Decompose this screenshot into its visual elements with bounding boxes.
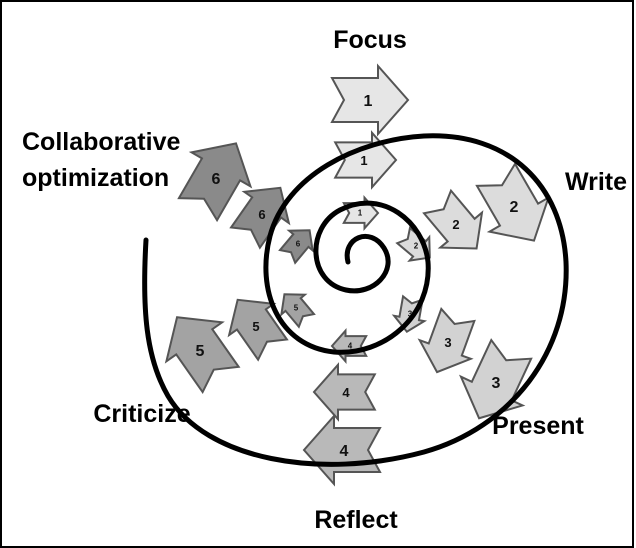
arrow-number: 4 — [348, 342, 353, 351]
arrow-shape — [280, 293, 316, 329]
arrow-shape — [395, 226, 431, 262]
notched-arrow-icon — [475, 161, 551, 242]
arrow-shape — [164, 316, 241, 395]
arrow-shape — [417, 306, 476, 374]
arrow-shape — [229, 186, 291, 250]
notched-arrow-icon — [395, 226, 431, 262]
spiral-curve — [142, 133, 569, 467]
arrow-layer: 1 1 1 2 2 2 3 3 3 4 4 4 5 5 5 6 6 6 — [164, 63, 551, 487]
arrow-number: 6 — [258, 207, 265, 222]
arrow-number: 4 — [342, 385, 350, 400]
arrow-number: 2 — [452, 217, 459, 232]
notched-arrow-icon — [229, 186, 291, 250]
label-focus: Focus — [333, 26, 407, 54]
arrow-number: 2 — [510, 199, 519, 216]
arrow-number: 1 — [358, 209, 363, 218]
notched-arrow-icon — [422, 188, 484, 250]
arrow-shape — [475, 161, 551, 242]
label-optimization: optimization — [22, 164, 169, 192]
notched-arrow-icon — [177, 142, 253, 223]
label-collaborative: Collaborative — [22, 128, 180, 156]
notched-arrow-icon — [333, 130, 398, 190]
arrow-number: 3 — [408, 310, 413, 319]
notched-arrow-icon — [164, 316, 241, 395]
notched-arrow-icon — [280, 293, 316, 329]
label-present: Present — [492, 412, 584, 440]
arrow-shape — [458, 338, 533, 420]
arrow-shape — [330, 63, 410, 137]
notched-arrow-icon — [417, 306, 476, 374]
arrow-shape — [333, 130, 398, 190]
arrow-number: 3 — [444, 335, 451, 350]
arrow-number: 6 — [212, 171, 221, 188]
notched-arrow-icon — [330, 63, 410, 137]
arrow-number: 6 — [296, 240, 301, 249]
arrow-number: 1 — [364, 93, 373, 110]
arrow-shape — [312, 362, 377, 422]
arrow-number: 5 — [294, 304, 299, 313]
arrow-number: 5 — [196, 343, 205, 360]
arrow-number: 5 — [252, 319, 259, 334]
arrow-shape — [422, 188, 484, 250]
arrow-shape — [177, 142, 253, 223]
label-write: Write — [565, 168, 627, 196]
label-criticize: Criticize — [93, 400, 190, 428]
notched-arrow-icon — [312, 362, 377, 422]
arrow-number: 1 — [360, 153, 367, 168]
arrow-number: 2 — [414, 242, 419, 251]
arrow-number: 3 — [492, 375, 501, 392]
label-reflect: Reflect — [314, 506, 398, 534]
notched-arrow-icon — [278, 229, 314, 265]
arrow-number: 4 — [340, 443, 349, 460]
notched-arrow-icon — [458, 338, 533, 420]
arrow-shape — [278, 229, 314, 265]
